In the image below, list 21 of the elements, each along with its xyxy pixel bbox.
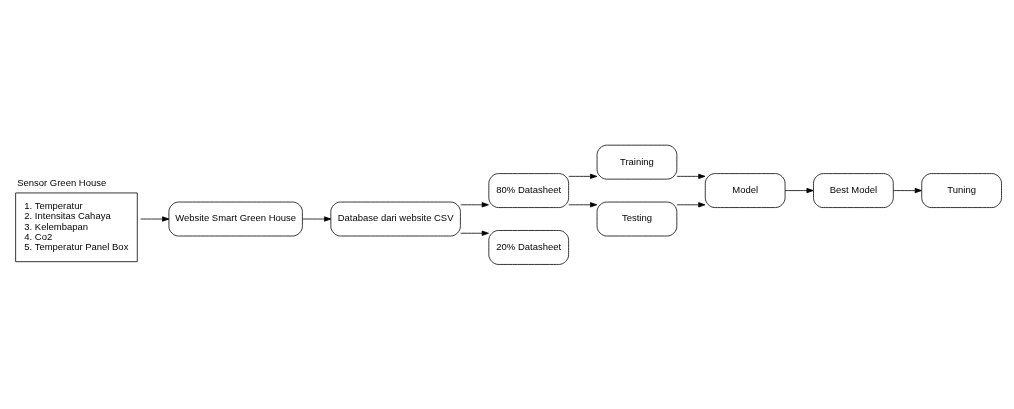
node-box: Training	[596, 144, 678, 180]
node-label: Sensor Green House	[17, 176, 107, 188]
node-box: Tuning	[921, 172, 1002, 208]
arrow	[140, 215, 170, 222]
arrow	[784, 187, 814, 193]
node-box: 80% Datasheet	[488, 172, 569, 208]
arrow	[676, 201, 706, 207]
node-box: 20% Datasheet	[488, 229, 569, 265]
arrow	[302, 215, 332, 222]
node-box: Best Model	[813, 172, 894, 208]
arrow	[568, 173, 598, 179]
arrow	[676, 173, 706, 179]
arrow	[460, 230, 489, 236]
node-box: Website Smart Green House	[168, 201, 303, 236]
node-box: Testing	[596, 201, 678, 236]
arrow	[893, 187, 922, 193]
arrow	[460, 201, 489, 207]
node-box: Model	[704, 172, 786, 208]
node-box: Database dari website CSV	[330, 201, 461, 236]
arrow	[568, 201, 598, 207]
node-box: 1. Temperatur 2. Intensitas Cahaya 3. Kelembapan 4. Co2 5. Temperatur Panel Box	[15, 192, 138, 262]
